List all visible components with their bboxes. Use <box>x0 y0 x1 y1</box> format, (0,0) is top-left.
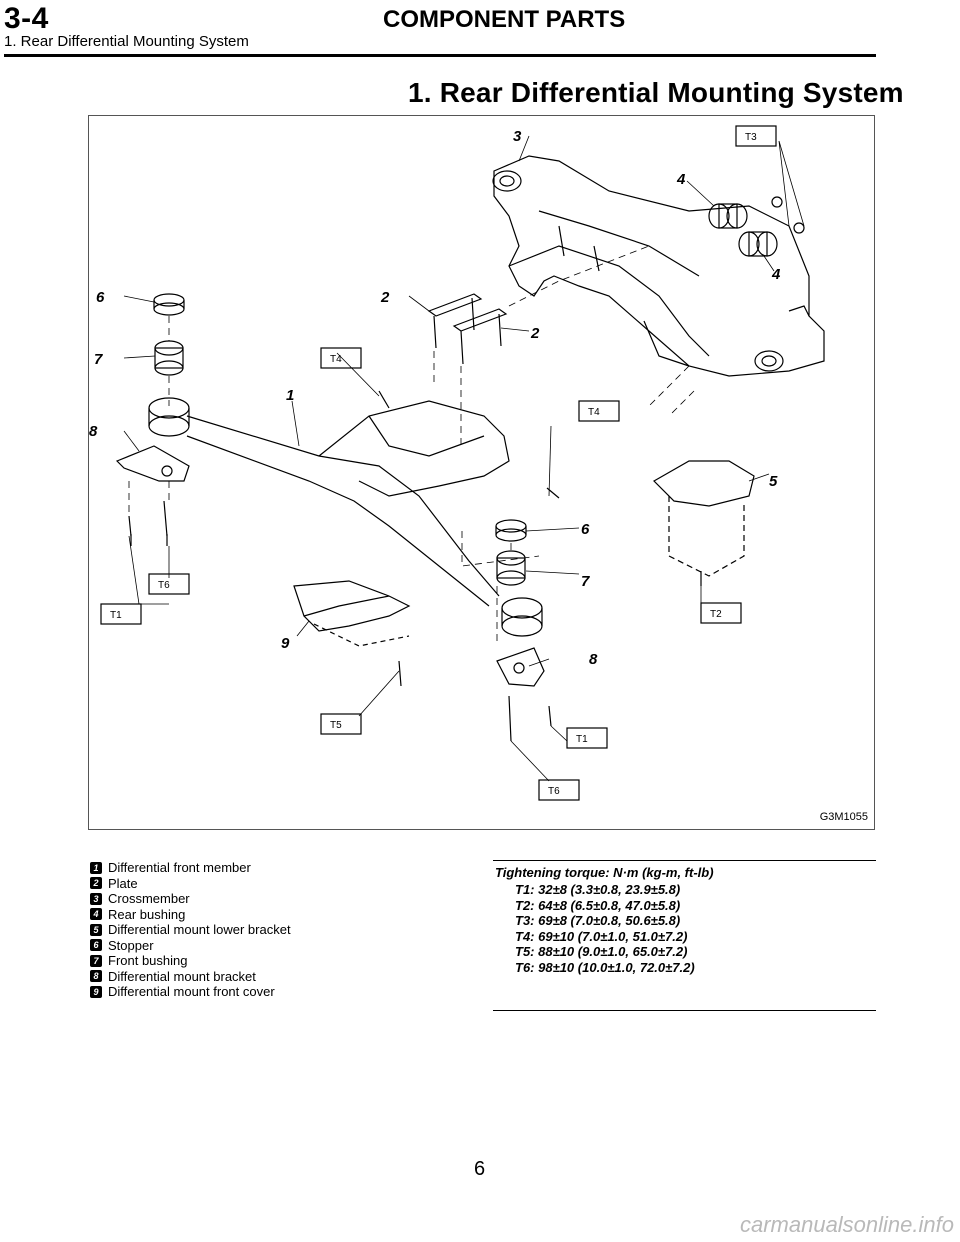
callout-5: 5 <box>769 473 778 490</box>
callout-3: 3 <box>513 128 522 145</box>
plate-drawing <box>427 293 508 365</box>
callout-6a: 6 <box>96 289 105 306</box>
exploded-diagram: 1 2 2 3 4 4 5 6 6 7 7 8 8 9 T3 T4 T4 T6 … <box>88 115 875 830</box>
torque-item: T6: 98±10 (10.0±1.0, 72.0±7.2) <box>515 959 695 975</box>
front-cover-drawing <box>293 580 411 647</box>
callout-numbers: 1 2 2 3 4 4 5 6 6 7 7 8 8 9 <box>89 128 781 668</box>
right-mount-bracket-drawing <box>496 647 552 742</box>
torque-item: T3: 69±8 (7.0±0.8, 50.6±5.8) <box>515 913 681 928</box>
left-mount-bracket-drawing <box>115 445 190 537</box>
header-subtitle: 1. Rear Differential Mounting System <box>4 33 249 50</box>
torque-heading: Tightening torque: N·m (kg-m, ft-lb) <box>495 865 714 880</box>
callout-1: 1 <box>286 387 294 404</box>
crossmember-drawing <box>492 155 825 377</box>
callout-6b: 6 <box>581 521 590 538</box>
callout-4b: 4 <box>771 266 781 283</box>
svg-text:T1: T1 <box>110 610 122 621</box>
callout-2a: 2 <box>380 289 390 306</box>
alignment-lines <box>128 245 695 646</box>
torque-item: T2: 64±8 (6.5±0.8, 47.0±5.8) <box>515 897 681 913</box>
torque-item: T5: 88±10 (9.0±1.0, 65.0±7.2) <box>515 944 688 959</box>
watermark: carmanualsonline.info <box>739 1212 954 1237</box>
torque-item: T1: 32±8 (3.3±0.8, 23.9±5.8) <box>515 882 681 897</box>
front-member-drawing <box>148 397 543 637</box>
callout-2b: 2 <box>530 325 540 342</box>
callout-9: 9 <box>281 635 290 652</box>
torque-item: T4: 69±10 (7.0±1.0, 51.0±7.2) <box>515 928 688 944</box>
svg-text:T5: T5 <box>330 720 342 731</box>
figure-code: G3M1055 <box>819 811 868 823</box>
lower-bracket-drawing <box>653 460 755 577</box>
callout-7b: 7 <box>581 573 590 590</box>
torque-tags: T3 T4 T4 T6 T1 T5 T2 T1 T6 <box>100 125 777 801</box>
leader-lines <box>123 135 805 782</box>
svg-text:T4: T4 <box>330 354 342 365</box>
svg-text:T6: T6 <box>548 786 560 797</box>
header-title: COMPONENT PARTS <box>383 6 626 33</box>
svg-text:T6: T6 <box>158 580 170 591</box>
svg-text:T2: T2 <box>710 609 722 620</box>
callout-4a: 4 <box>676 171 686 188</box>
svg-text:T4: T4 <box>588 407 600 418</box>
right-stopper-bushing-drawing <box>495 519 527 586</box>
torque-spec-box: Tightening torque: N·m (kg-m, ft-lb) T1:… <box>493 860 876 1011</box>
callout-8a: 8 <box>89 423 98 440</box>
left-stopper-bushing-drawing <box>153 293 185 376</box>
callout-7a: 7 <box>94 351 103 368</box>
bolts-drawing <box>130 390 702 687</box>
svg-text:T3: T3 <box>745 132 757 143</box>
torque-list: T1: 32±8 (3.3±0.8, 23.9±5.8) T2: 64±8 (6… <box>515 882 695 975</box>
header-section-code: 3-4 <box>4 2 49 35</box>
header-rule <box>4 54 876 57</box>
section-title: 1. Rear Differential Mounting System <box>408 77 904 108</box>
callout-8b: 8 <box>589 651 598 668</box>
rear-bushing-drawing <box>708 196 805 257</box>
svg-text:T1: T1 <box>576 734 588 745</box>
page-number: 6 <box>474 1158 486 1180</box>
